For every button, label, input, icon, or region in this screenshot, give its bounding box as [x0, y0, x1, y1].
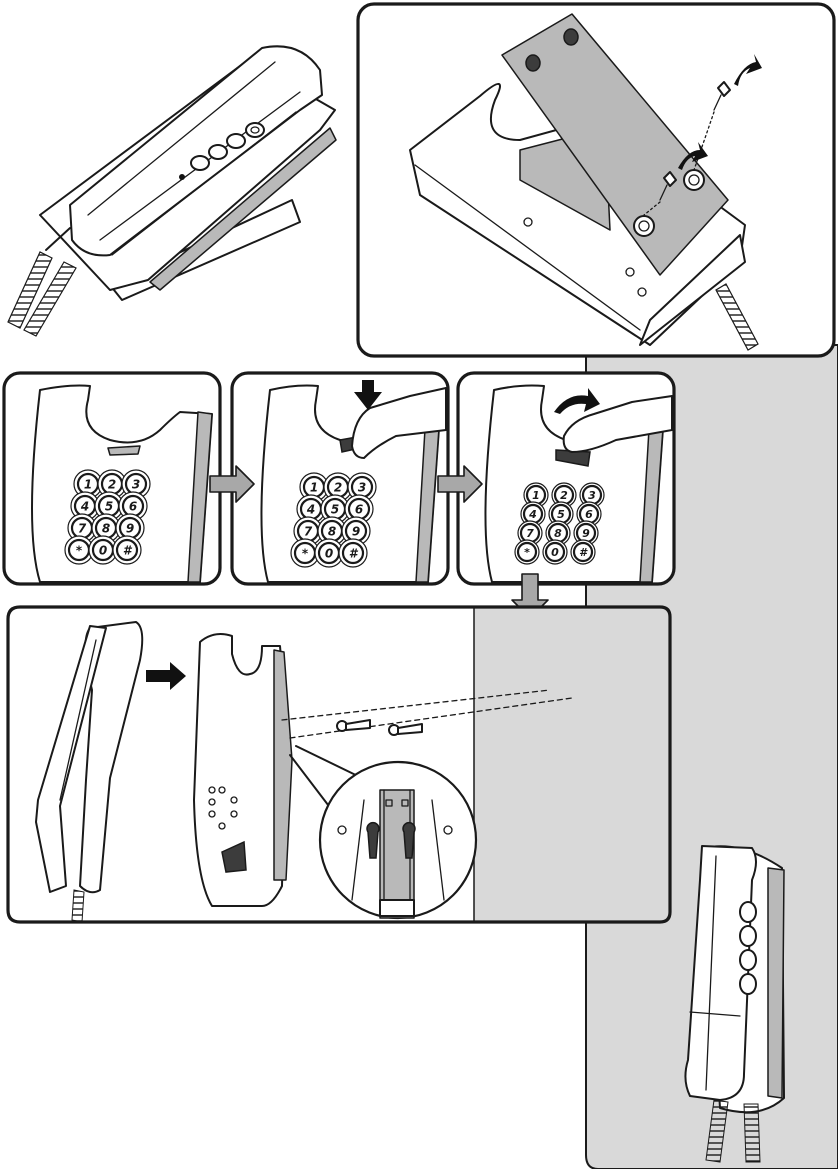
keypad-key-label: 7: [304, 525, 313, 539]
keypad-key-label: 1: [310, 481, 318, 495]
base-cover-removal-illustration: [358, 4, 834, 356]
keypad-key-label: 9: [582, 527, 590, 540]
keypad-key-label: #: [579, 546, 588, 559]
keypad-key-label: 4: [306, 503, 315, 517]
keypad-key-label: 3: [588, 489, 596, 502]
keypad-key-label: 5: [105, 500, 113, 514]
keypad-key-label: 7: [526, 527, 534, 540]
desk-phone-illustration: [8, 46, 336, 336]
keypad-key-label: 5: [557, 508, 565, 521]
keypad-key-label: 0: [325, 547, 333, 561]
keypad-key-label: 5: [331, 503, 339, 517]
keypad-key-label: 3: [132, 478, 140, 492]
keypad-key-label: 9: [126, 522, 134, 536]
keypad-key-label: 1: [84, 478, 92, 492]
keypad-key-label: 2: [108, 478, 116, 492]
keypad-key-label: *: [524, 546, 530, 559]
keypad-key-label: 6: [355, 503, 363, 517]
keypad-key-label: 7: [78, 522, 87, 536]
keypad-key-label: 8: [328, 525, 336, 539]
keypad-key-label: 4: [528, 508, 537, 521]
keypad-key-label: 2: [334, 481, 342, 495]
keypad-key-label: 0: [551, 546, 559, 559]
keypad-key-label: 6: [129, 500, 137, 514]
keypad-key-label: *: [76, 544, 83, 558]
coiled-cords: [8, 228, 76, 336]
keypad-key-label: 0: [99, 544, 107, 558]
keypad-key-label: 2: [560, 489, 568, 502]
wall-mount-illustration: [8, 607, 670, 922]
keypad-key-label: *: [302, 547, 309, 561]
keypad-key-label: 4: [80, 500, 89, 514]
keypad-key-label: 9: [352, 525, 360, 539]
keypad-key-label: 6: [585, 508, 593, 521]
keypad-key-label: 8: [102, 522, 110, 536]
keypad-step-3: 1 2 3 4 5 6 7 8 9 * 0 #: [515, 483, 604, 564]
keypad-key-label: 8: [554, 527, 562, 540]
keypad-key-label: 1: [532, 489, 540, 502]
keypad-key-label: 3: [358, 481, 366, 495]
